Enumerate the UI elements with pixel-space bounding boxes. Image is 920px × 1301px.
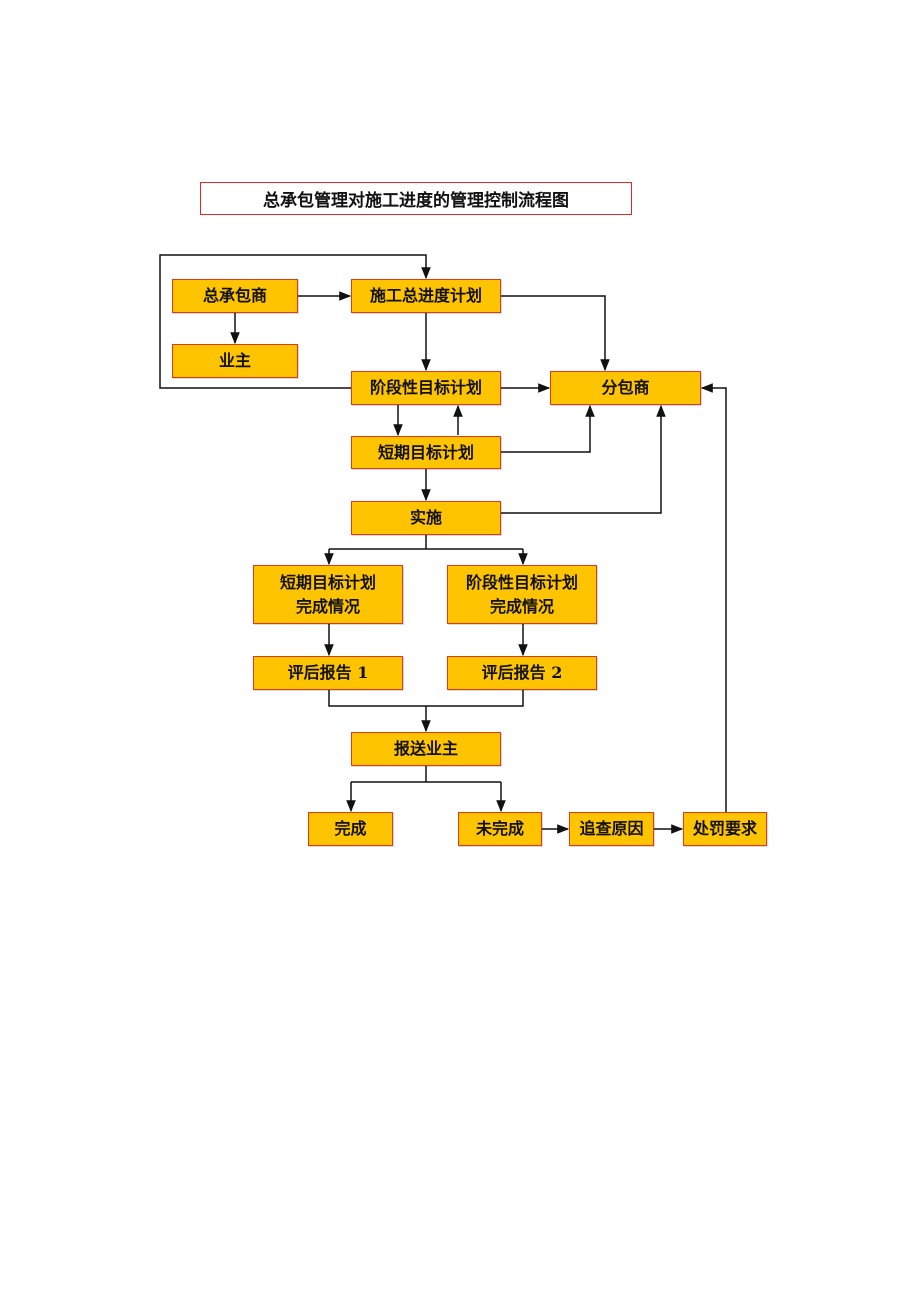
edge-submit-split bbox=[351, 766, 501, 783]
node-penalty: 处罚要求 bbox=[683, 812, 767, 846]
node-report-2: 评后报告 2 bbox=[447, 656, 597, 690]
node-submit-owner: 报送业主 bbox=[351, 732, 501, 766]
edge-stage-feedback-to-master bbox=[159, 254, 431, 389]
edge-penalty-to-sub bbox=[700, 383, 727, 812]
node-subcontractor: 分包商 bbox=[550, 371, 701, 405]
node-master-schedule: 施工总进度计划 bbox=[351, 279, 501, 313]
edge-master-to-sub bbox=[501, 295, 610, 372]
node-not-completed: 未完成 bbox=[458, 812, 542, 846]
node-short-plan-status: 短期目标计划 完成情况 bbox=[253, 565, 403, 624]
node-investigate-cause: 追查原因 bbox=[569, 812, 654, 846]
node-implementation: 实施 bbox=[351, 501, 501, 535]
edge-short-to-sub bbox=[501, 404, 595, 453]
node-general-contractor: 总承包商 bbox=[172, 279, 298, 313]
node-owner: 业主 bbox=[172, 344, 298, 378]
diagram-title: 总承包管理对施工进度的管理控制流程图 bbox=[200, 182, 632, 215]
node-completed: 完成 bbox=[308, 812, 393, 846]
node-stage-plan: 阶段性目标计划 bbox=[351, 371, 501, 405]
edge-reports-merge bbox=[328, 690, 524, 707]
node-stage-plan-status: 阶段性目标计划 完成情况 bbox=[447, 565, 597, 624]
node-report-1: 评后报告 1 bbox=[253, 656, 403, 690]
node-short-plan: 短期目标计划 bbox=[351, 436, 501, 469]
edge-impl-split bbox=[329, 535, 523, 550]
edge-impl-to-sub bbox=[501, 404, 666, 514]
